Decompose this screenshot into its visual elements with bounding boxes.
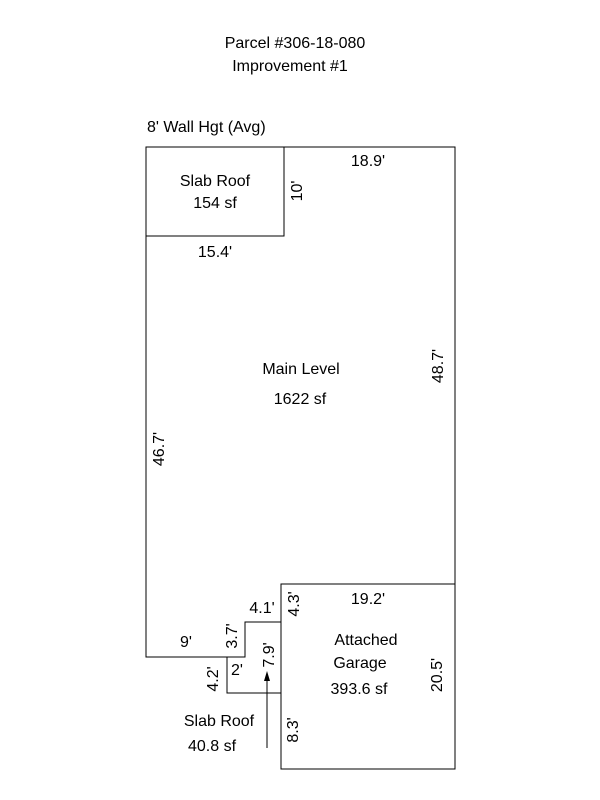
dim-inner-step-height: 4.2'	[205, 666, 222, 691]
dim-step-height: 3.7'	[224, 623, 241, 648]
parcel-title: Parcel #306-18-080	[225, 35, 366, 52]
wall-height-label: 8' Wall Hgt (Avg)	[147, 119, 266, 136]
main-level-name: Main Level	[262, 361, 339, 378]
garage-divider	[280, 583, 455, 693]
garage-area: 393.6 sf	[331, 681, 388, 698]
slab-roof-top-outline	[146, 147, 285, 237]
slab-roof-bottom-name: Slab Roof	[184, 713, 255, 730]
dim-inner-vertical: 7.9'	[261, 642, 278, 667]
building-outline	[145, 146, 456, 770]
dim-step-width: 4.1'	[249, 600, 274, 617]
slab-roof-top-area: 154 sf	[193, 195, 237, 212]
dim-garage-lower-left: 8.3'	[285, 717, 302, 742]
slab-roof-top-name: Slab Roof	[180, 173, 251, 190]
dim-garage-height: 20.5'	[429, 658, 446, 692]
garage-name-line1: Attached	[334, 632, 397, 649]
improvement-title: Improvement #1	[232, 58, 348, 75]
step-outline	[227, 621, 281, 658]
dim-inner-step-width: 2'	[231, 662, 243, 679]
dim-bottom-left-width: 9'	[180, 634, 192, 651]
slab-roof-bottom-area: 40.8 sf	[188, 738, 237, 755]
main-level-area: 1622 sf	[274, 391, 327, 408]
dim-main-right-height: 48.7'	[430, 349, 447, 383]
dim-main-left-height: 46.7'	[151, 432, 168, 466]
dim-slab-height: 10'	[289, 181, 306, 202]
arrow-head-icon	[264, 671, 270, 681]
garage-name-line2: Garage	[333, 655, 386, 672]
dim-slab-width: 15.4'	[198, 244, 232, 261]
dim-top-right-width: 18.9'	[351, 153, 385, 170]
dim-garage-width: 19.2'	[351, 591, 385, 608]
dim-garage-step-height: 4.3'	[286, 591, 303, 616]
